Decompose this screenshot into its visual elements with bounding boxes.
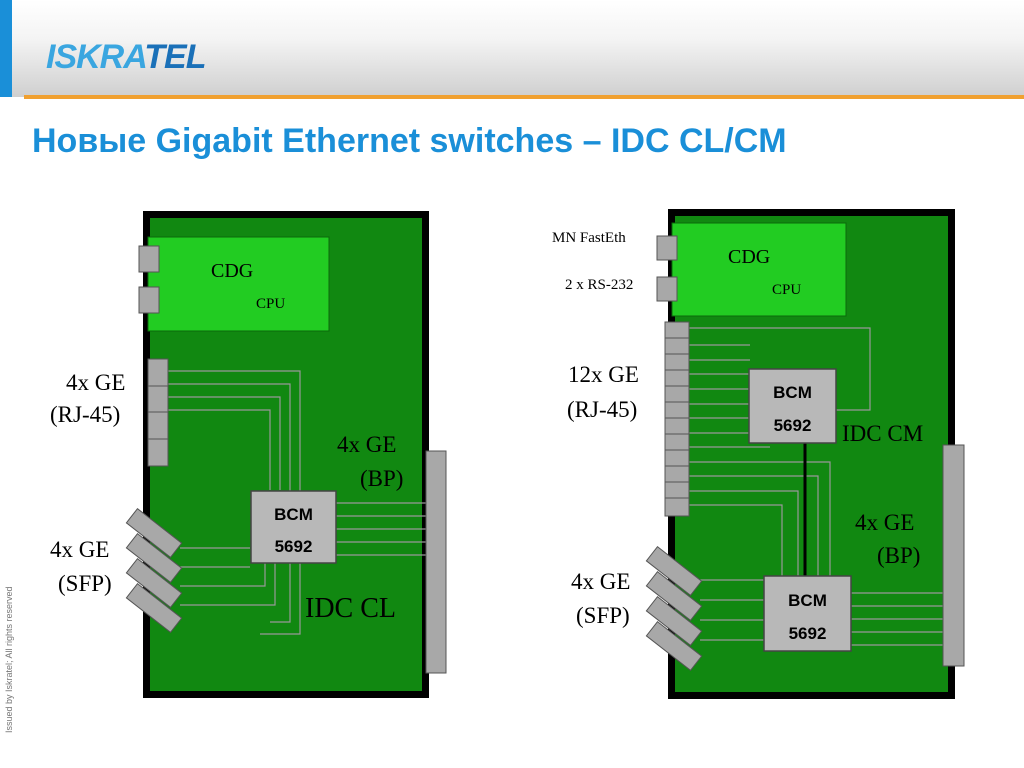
right-rs232-port <box>656 276 678 302</box>
left-sfp-port <box>125 532 183 584</box>
left-sfp-port <box>125 557 183 609</box>
left-diagram: CDG CPU 4x GE (RJ-45) <box>50 211 447 698</box>
left-cpu-port <box>138 245 160 273</box>
right-rj45-port <box>664 449 690 467</box>
left-cdg-label: CDG <box>211 260 253 282</box>
header-band <box>0 0 1024 97</box>
right-bp-label-1: 4x GE <box>855 510 914 535</box>
right-diagram: CDG CPU MN FastEth 2 x RS-232 <box>552 209 965 699</box>
right-board-name: IDC CM <box>842 421 923 446</box>
left-backplane-connector <box>425 450 447 674</box>
right-sfp-label-1: 4x GE <box>571 569 630 594</box>
left-chip-label-2: 5692 <box>275 537 313 556</box>
left-sfp-port <box>125 582 183 634</box>
right-rj45-port <box>664 337 690 355</box>
left-sfp-label-1: 4x GE <box>50 537 109 562</box>
right-backplane-connector <box>942 444 965 667</box>
right-sfp-port <box>645 570 703 622</box>
right-chip1-label-1: BCM <box>773 383 812 402</box>
left-sfp-label-2: (SFP) <box>58 571 112 596</box>
right-rj45-port <box>664 385 690 403</box>
right-traces <box>689 327 944 646</box>
logo-part2: TEL <box>144 38 206 76</box>
right-rs232-label: 2 x RS-232 <box>565 277 633 293</box>
slide-title: Новые Gigabit Ethernet switches – IDC CL… <box>32 122 787 160</box>
right-rj45-stack <box>664 321 690 517</box>
right-rj45-port <box>664 481 690 499</box>
right-sfp-port <box>645 545 703 597</box>
header-accent-bar <box>0 0 12 97</box>
right-bcm-chip-2 <box>763 575 852 652</box>
right-chip2-label-1: BCM <box>788 591 827 610</box>
left-rj45-port <box>147 438 169 467</box>
right-chip1-label-2: 5692 <box>774 416 812 435</box>
right-rj45-port <box>664 497 690 517</box>
right-chip2-label-2: 5692 <box>789 624 827 643</box>
right-cdg-cpu-block <box>671 222 847 317</box>
right-bp-label-2: (BP) <box>877 543 920 568</box>
left-bcm-chip <box>250 490 337 564</box>
left-rj45-port <box>147 385 169 413</box>
right-bcm-chip-1 <box>748 368 837 444</box>
right-rj45-port <box>664 417 690 435</box>
right-sfp-port <box>645 620 703 672</box>
left-sfp-port <box>125 507 183 559</box>
right-cpu-label: CPU <box>772 282 801 298</box>
left-rj45-port <box>147 358 169 387</box>
right-rj45-port <box>664 401 690 419</box>
left-cpu-label: CPU <box>256 296 285 312</box>
left-board-name: IDC CL <box>305 593 396 624</box>
right-mn-port <box>656 235 678 261</box>
right-cdg-label: CDG <box>728 246 770 268</box>
right-rj45-port <box>664 433 690 451</box>
right-mn-label: MN FastEth <box>552 230 626 246</box>
header-divider <box>24 95 1024 99</box>
right-sfp-port <box>645 595 703 647</box>
right-rj45-port <box>664 369 690 387</box>
left-rj45-port <box>147 411 169 440</box>
left-cpu-port <box>138 286 160 314</box>
right-rj45-label-1: 12x GE <box>568 362 639 387</box>
right-rj45-port <box>664 353 690 371</box>
left-rj45-label-1: 4x GE <box>66 370 125 395</box>
left-rj45-label-2: (RJ-45) <box>50 402 120 427</box>
right-rj45-label-2: (RJ-45) <box>567 397 637 422</box>
right-rj45-port <box>664 321 690 339</box>
right-rj45-port <box>664 465 690 483</box>
left-bp-label-2: (BP) <box>360 466 403 491</box>
left-cdg-cpu-block <box>147 236 330 332</box>
right-sfp-label-2: (SFP) <box>576 603 630 628</box>
iskratel-logo: ISKRATEL <box>46 38 206 77</box>
logo-part1: ISKRA <box>46 38 145 76</box>
left-bp-label-1: 4x GE <box>337 432 396 457</box>
left-chip-label-1: BCM <box>274 505 313 524</box>
